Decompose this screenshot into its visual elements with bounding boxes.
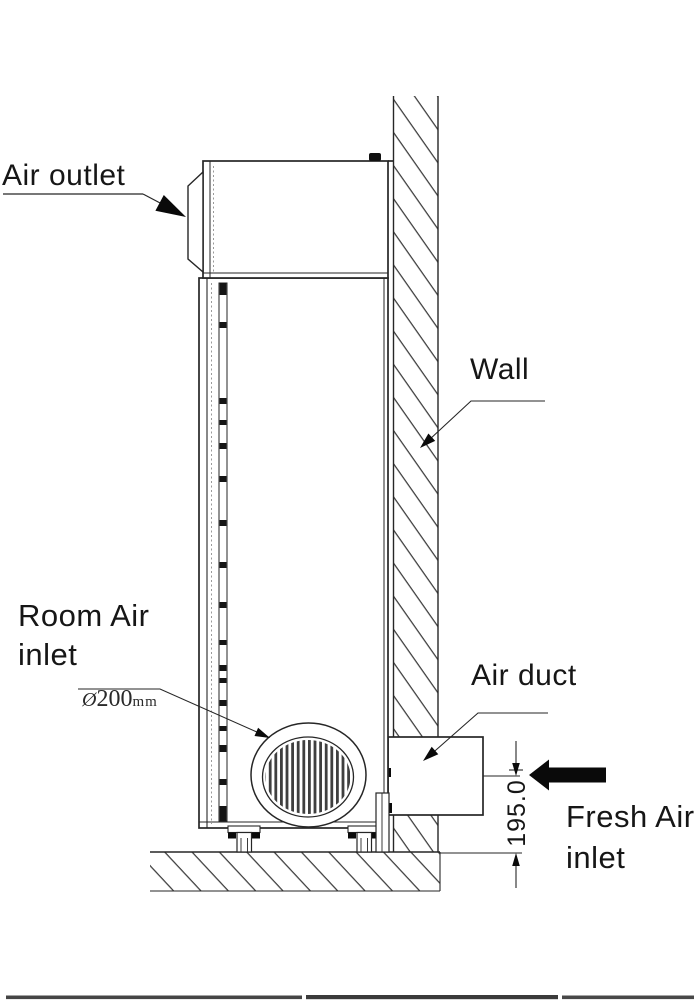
diameter-unit: mm [132,694,158,710]
diameter-value: 200 [96,686,133,712]
grille-stripes [265,740,351,814]
diameter-arrowhead [254,727,270,738]
wall-section [392,96,439,852]
fresh-air-inlet-label: Fresh Air inlet [566,796,695,878]
inlet-diameter-callout: Ø200mm [82,686,158,712]
leader-wall [420,400,545,448]
top-discharge-section [187,153,394,279]
fresh-air-inlet-label-line2: inlet [566,840,626,875]
wall-arrowhead [420,433,436,448]
room-air-inlet-label-line1: Room Air [18,598,150,633]
air-outlet-label: Air outlet [2,159,126,192]
room-air-inlet-grille [250,722,367,828]
air-duct-box [383,736,520,816]
leader-air-duct [423,712,548,761]
air-duct-label: Air duct [471,659,577,692]
air-outlet-arrowhead [155,195,186,217]
wall-label: Wall [470,353,530,386]
bottom-edge-artifact [6,995,694,1000]
top-knob [369,153,381,161]
fresh-air-inlet-label-line1: Fresh Air [566,799,695,834]
unit-foot-left [227,825,261,853]
wall-hatch-upper [393,96,438,737]
room-air-inlet-label-line2: inlet [18,637,78,672]
wall-hatch-lower [393,815,438,852]
fresh-air-flow-arrow [529,759,606,791]
air-duct-arrowhead [423,746,439,761]
room-air-inlet-label: Room Air inlet [18,596,149,674]
floor-hatch [150,852,440,891]
unit-foot-right [347,825,381,853]
wall-side-support [375,792,390,853]
duct-height-dimension-text: 195.0 [503,779,531,847]
front-panel-slots [218,282,228,822]
leader-air-outlet [3,193,186,217]
diameter-symbol: Ø [82,689,97,711]
dimension-195 [440,741,523,888]
air-outlet-vent [187,170,204,274]
leader-diameter [78,688,270,738]
floor-section [150,851,441,892]
